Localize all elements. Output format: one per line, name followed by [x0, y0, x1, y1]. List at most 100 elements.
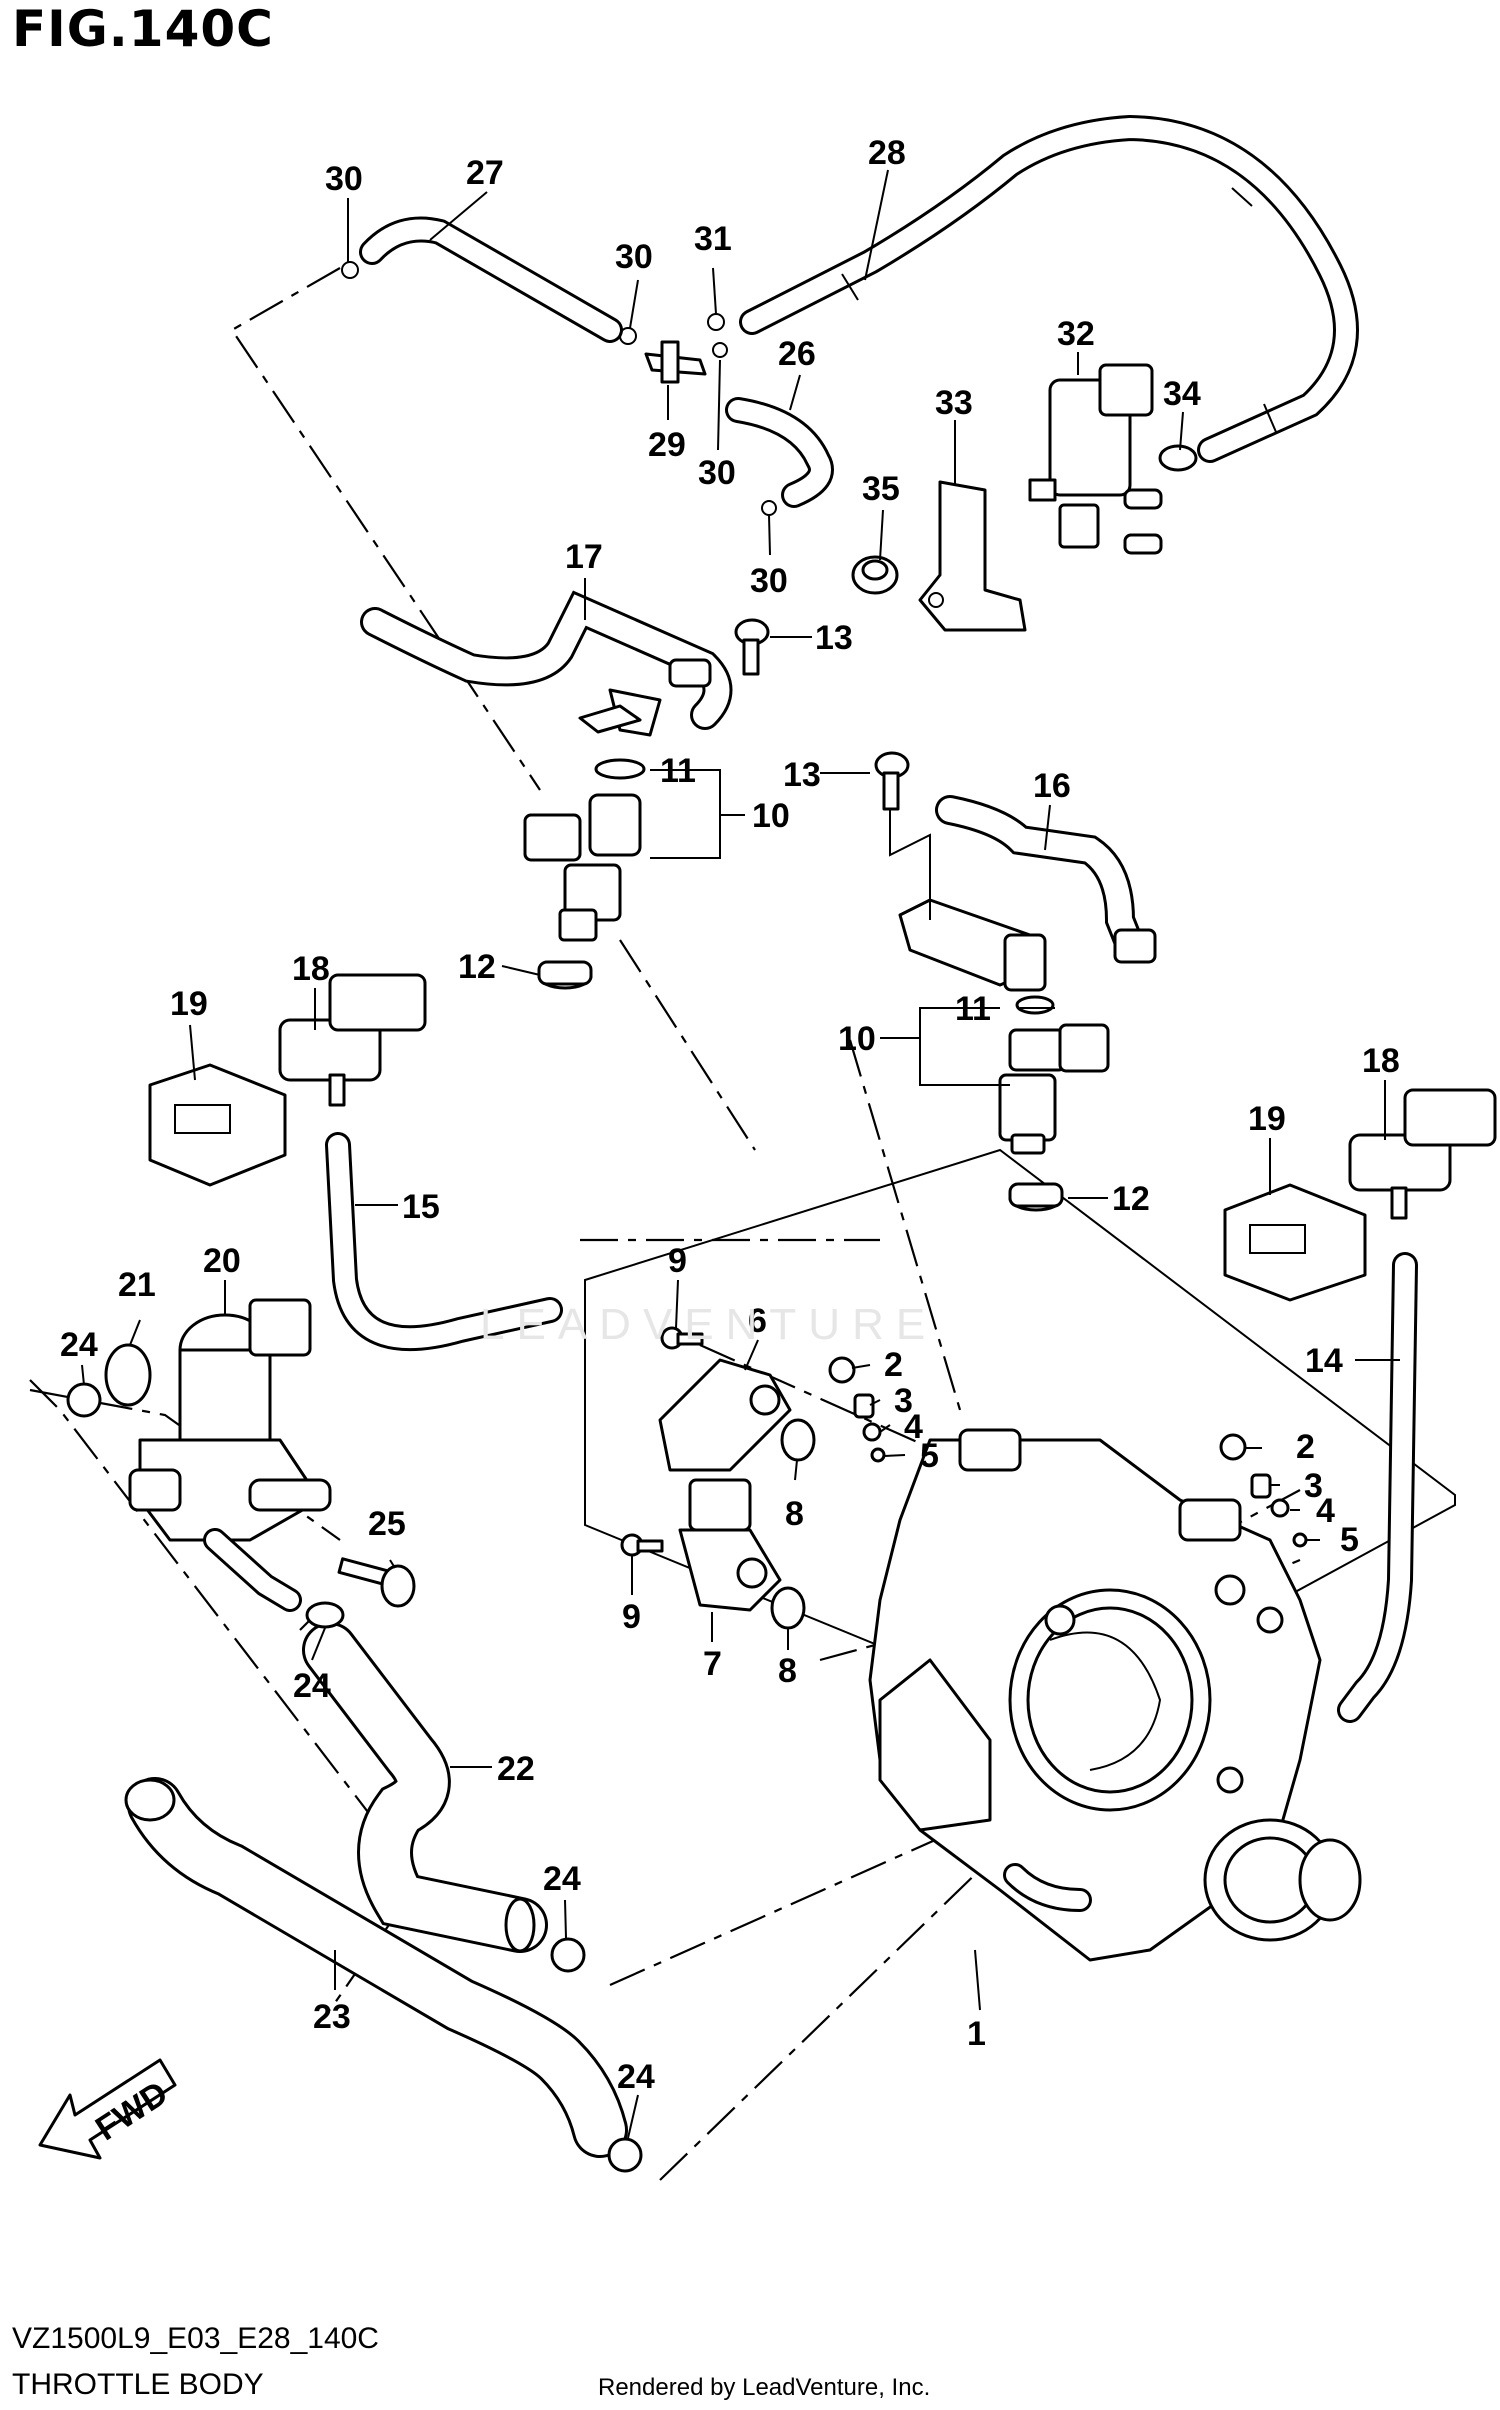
callout-3: 3	[894, 1382, 913, 1420]
tee-joint-29	[644, 340, 707, 384]
callout-24: 24	[60, 1326, 98, 1364]
diagram-name: THROTTLE BODY	[12, 2368, 264, 2401]
fuel-delivery-pipe-16	[898, 795, 1157, 992]
screw-2-a	[828, 1356, 856, 1384]
spring-3-a	[853, 1393, 875, 1419]
callout-11: 11	[955, 990, 991, 1028]
callout-28: 28	[868, 134, 906, 172]
figure-title: FIG.140C	[12, 0, 274, 58]
vacuum-hose-27	[359, 216, 623, 343]
bracket-33	[918, 480, 1027, 632]
rendered-by-credit: Rendered by LeadVenture, Inc.	[598, 2374, 931, 2401]
vacuum-hose-14	[1337, 1252, 1418, 1723]
callout-19: 19	[170, 985, 208, 1023]
callout-32: 32	[1057, 315, 1095, 353]
pressure-sensor-18-left	[278, 973, 427, 1107]
sensor-cover-19-left	[148, 1063, 287, 1187]
callout-30: 30	[615, 238, 653, 276]
vacuum-hose-15	[325, 1132, 563, 1352]
callout-18: 18	[292, 950, 330, 988]
callout-4: 4	[1316, 1492, 1335, 1530]
callout-20: 20	[203, 1242, 241, 1280]
callout-14: 14	[1305, 1342, 1343, 1380]
hose-22	[302, 1622, 548, 1953]
callout-13: 13	[815, 619, 853, 657]
callout-26: 26	[778, 335, 816, 373]
screw-9-b	[620, 1533, 664, 1557]
callout-9: 9	[622, 1598, 641, 1636]
o-ring-8-a	[780, 1418, 816, 1462]
washer-4-a	[862, 1422, 882, 1442]
callout-33: 33	[935, 384, 973, 422]
callout-12: 12	[458, 948, 496, 986]
callout-6: 6	[748, 1302, 767, 1340]
callout-35: 35	[862, 470, 900, 508]
spring-3-b	[1250, 1473, 1272, 1499]
screw-13-a	[734, 618, 770, 676]
callout-23: 23	[313, 1998, 351, 2036]
bolt-25	[337, 1557, 416, 1608]
o-ring-5-b	[1292, 1532, 1308, 1548]
callout-17: 17	[565, 538, 603, 576]
callout-labels: 30 27 30 31 28 29 26 30 30 32 33 34 35 1…	[60, 134, 1400, 2096]
callout-12: 12	[1112, 1180, 1150, 1218]
vacuum-hose-26	[725, 397, 834, 508]
callout-24: 24	[543, 1860, 581, 1898]
callout-3: 3	[1304, 1467, 1323, 1505]
sensor-cover-19-right	[1223, 1183, 1367, 1302]
callout-7: 7	[703, 1645, 722, 1683]
clamp-24-c	[550, 1937, 586, 1973]
callout-8: 8	[778, 1652, 797, 1690]
o-ring-5-a	[870, 1447, 886, 1463]
callout-21: 21	[118, 1266, 156, 1304]
watermark: LEADVENTURE	[480, 1300, 938, 1349]
callout-4: 4	[904, 1408, 923, 1446]
callout-2: 2	[884, 1346, 903, 1384]
callout-2: 2	[1296, 1428, 1315, 1466]
clip-34	[1158, 444, 1198, 472]
callout-10: 10	[838, 1020, 876, 1058]
grommet-35	[851, 555, 899, 595]
callout-24: 24	[617, 2058, 655, 2096]
callout-1: 1	[967, 2015, 986, 2053]
callout-30: 30	[325, 160, 363, 198]
callout-34: 34	[1163, 375, 1201, 413]
forward-direction-arrow: FWD	[38, 2058, 177, 2160]
callout-18: 18	[1362, 1042, 1400, 1080]
callout-5: 5	[1340, 1521, 1359, 1559]
o-ring-8-b	[770, 1586, 806, 1630]
callout-8: 8	[785, 1495, 804, 1533]
o-ring-21	[104, 1343, 152, 1407]
clamps-30-31	[341, 261, 777, 516]
callout-9: 9	[668, 1242, 687, 1280]
callout-5: 5	[920, 1437, 939, 1475]
solenoid-valve-32	[1028, 363, 1163, 555]
callout-29: 29	[648, 426, 686, 464]
screw-13-b	[874, 751, 910, 811]
callout-16: 16	[1033, 767, 1071, 805]
washer-4-b	[1270, 1498, 1290, 1518]
callout-10: 10	[752, 797, 790, 835]
vacuum-hose-28	[739, 114, 1359, 463]
seal-12-left	[537, 960, 593, 990]
leader-lines	[81, 169, 1400, 2139]
fuel-injector-10-right	[998, 995, 1110, 1155]
callout-13: 13	[783, 756, 821, 794]
screw-2-b	[1219, 1433, 1247, 1461]
seal-12-right	[1008, 1182, 1064, 1212]
callout-15: 15	[402, 1188, 440, 1226]
idle-air-valve-20	[128, 1298, 332, 1612]
sensor-7	[678, 1478, 782, 1612]
callout-19: 19	[1248, 1100, 1286, 1138]
hose-23	[124, 1777, 628, 2158]
callout-30: 30	[750, 562, 788, 600]
throttle-body-group-outline	[584, 1148, 1456, 1722]
sensor-6	[658, 1358, 792, 1472]
diagram-code: VZ1500L9_E03_E28_140C	[12, 2322, 379, 2355]
throttle-body-1	[868, 1428, 1362, 1962]
clamp-24-a	[66, 1382, 102, 1418]
screw-9-a	[660, 1326, 704, 1350]
pressure-sensor-18-right	[1348, 1088, 1497, 1220]
clamp-24-d	[607, 2137, 643, 2173]
